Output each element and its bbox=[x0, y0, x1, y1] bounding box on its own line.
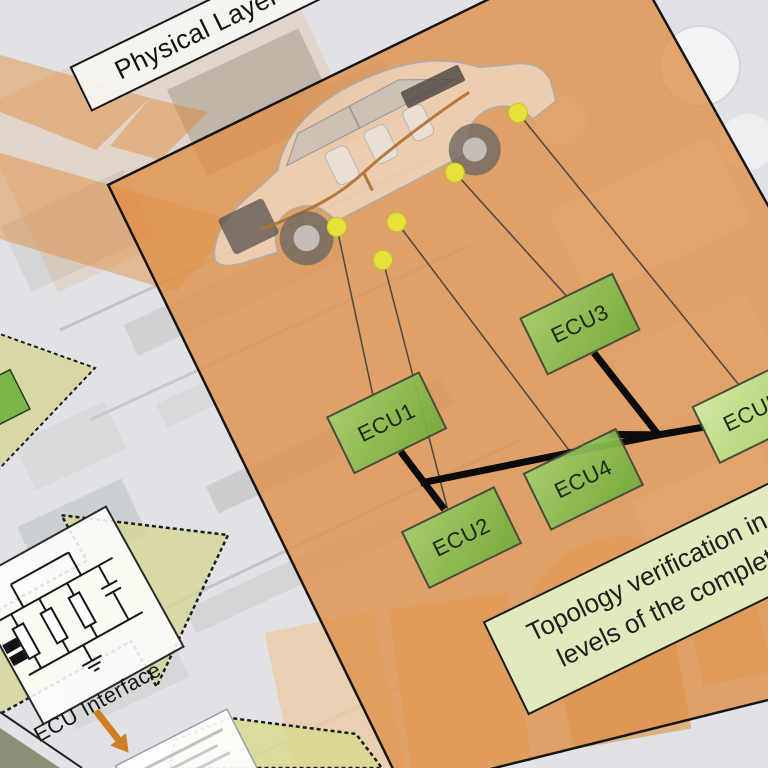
car-rear-module bbox=[400, 65, 465, 108]
ecu-location-dot bbox=[444, 162, 465, 183]
ecu-label: ECU5 bbox=[719, 387, 768, 437]
ecu-location-dot bbox=[372, 249, 393, 270]
car-front-wheel-rim bbox=[293, 225, 320, 252]
ecu-label: ECU2 bbox=[428, 512, 495, 562]
car-seat bbox=[325, 145, 360, 186]
car-seat bbox=[363, 124, 399, 165]
ecu-label: ECU3 bbox=[546, 299, 613, 349]
ecu-location-dots bbox=[326, 102, 529, 270]
car-cutaway-illustration bbox=[213, 59, 557, 267]
ecu-location-dot bbox=[386, 212, 407, 233]
ecu-location-dot bbox=[508, 102, 529, 123]
car-engine-block bbox=[218, 198, 279, 255]
car-rear-wheel-rim bbox=[462, 137, 487, 162]
ecu-label: ECU1 bbox=[353, 397, 420, 447]
car-body bbox=[213, 59, 557, 267]
car-wiring-harness bbox=[259, 90, 470, 232]
ecu-location-dot bbox=[326, 216, 347, 237]
car-pillar bbox=[348, 105, 361, 130]
connector-lines bbox=[335, 112, 739, 510]
ecu-label: ECU4 bbox=[550, 454, 616, 504]
